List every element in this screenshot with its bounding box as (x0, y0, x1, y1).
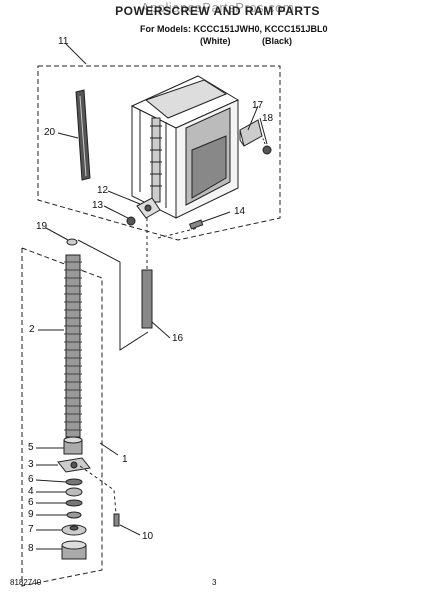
ram-frame (130, 75, 240, 219)
cord-line (77, 239, 149, 351)
callout-20: 20 (44, 127, 56, 138)
part-10-screw (113, 513, 120, 527)
doc-number: 8182740 (10, 578, 42, 587)
callout-8: 8 (28, 543, 34, 554)
color-white-label: (White) (200, 36, 231, 46)
callout-12: 12 (97, 185, 109, 196)
part-6-washer-upper (65, 478, 83, 486)
part-5-bearing (63, 436, 83, 455)
part-8-gear (61, 540, 87, 560)
part-3-plate (57, 457, 91, 473)
part-16-rod (141, 269, 153, 329)
callout-2: 2 (29, 324, 35, 335)
callout-18: 18 (262, 113, 274, 124)
callout-3: 3 (28, 459, 34, 470)
part-18-screw (261, 135, 272, 155)
callout-7: 7 (28, 524, 34, 535)
callout-11: 11 (58, 36, 69, 47)
part-19-cap (66, 238, 78, 246)
callout-17: 17 (252, 100, 264, 111)
callout-13: 13 (92, 200, 104, 211)
models-line: For Models: KCCC151JWH0, KCCC151JBL0 (140, 24, 328, 34)
color-black-label: (Black) (262, 36, 293, 46)
callout-14: 14 (234, 206, 246, 217)
callout-6a: 6 (28, 474, 34, 485)
page-number: 3 (212, 578, 217, 587)
part-7-gear (61, 524, 87, 536)
part-9-washer (66, 511, 82, 519)
callout-5: 5 (28, 442, 34, 453)
callout-6b: 6 (28, 497, 34, 508)
watermark: AppliancePartsPros.com (140, 0, 295, 15)
callout-9: 9 (28, 509, 34, 520)
frame-screw (150, 117, 162, 203)
upper-assembly-outline (37, 65, 281, 241)
part-14-screw (189, 219, 204, 230)
leader-lines (35, 43, 268, 550)
callout-1: 1 (122, 454, 128, 465)
callout-4: 4 (28, 486, 34, 497)
part-20-strip (75, 89, 91, 181)
callout-19: 19 (36, 221, 48, 232)
part-12-coupler (136, 197, 161, 219)
part-13-nut (126, 216, 136, 226)
part-2-powerscrew (64, 254, 82, 438)
callout-10: 10 (142, 531, 154, 542)
callout-16: 16 (172, 333, 184, 344)
lower-assembly-outline (21, 247, 103, 587)
part-4-bearing (65, 487, 83, 497)
part-6-washer-lower (65, 499, 83, 507)
page-title: POWERSCREW AND RAM PARTS (115, 4, 320, 18)
